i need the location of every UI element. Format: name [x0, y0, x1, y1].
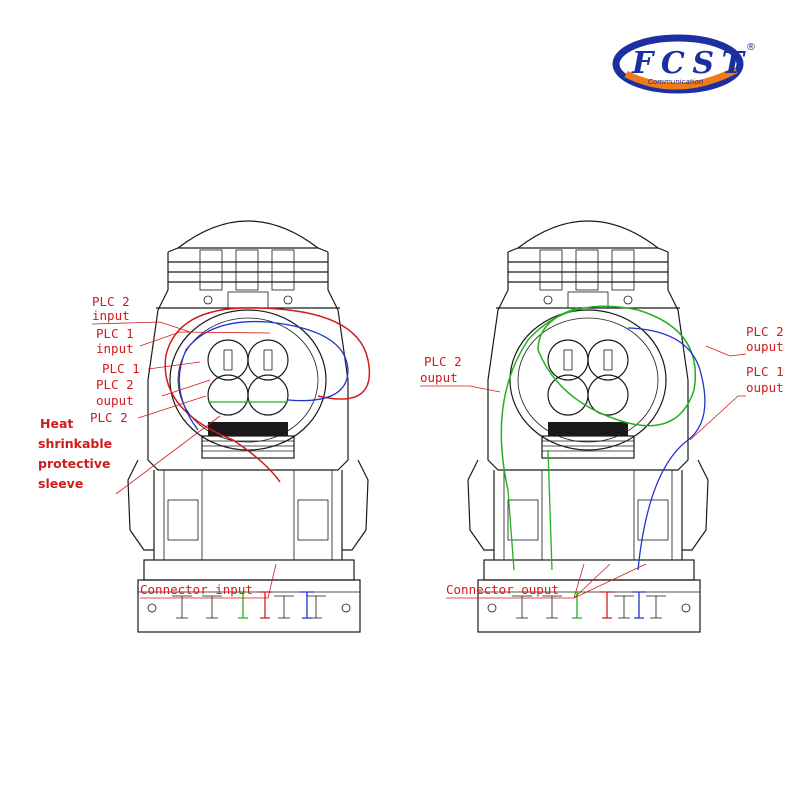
fcst-logo: FCST Communication ®: [612, 34, 756, 94]
left-label-plc2-input-line2: input: [92, 308, 130, 323]
left-label-plc1-input: PLC 1 input: [96, 326, 134, 356]
right-label-plc2-output-left-line2: ouput: [420, 370, 458, 385]
logo-sub-text: Communication: [648, 78, 703, 86]
right-label-connector: Connector ouput: [446, 582, 559, 597]
left-label-plc1-input-line1: PLC 1: [96, 326, 134, 341]
left-adapter-red: [258, 591, 272, 619]
logo-registered-mark: ®: [746, 42, 756, 53]
right-label-plc2-output-right-line1: PLC 2: [746, 324, 784, 339]
left-label-sleeve: Heat shrinkable protective sleeve: [38, 416, 112, 491]
right-label-plc1-output: PLC 1 ouput: [746, 364, 784, 395]
logo-ring-orange: [624, 66, 738, 90]
left-adapter-green: [236, 591, 250, 619]
left-label-plc1: PLC 1: [102, 361, 140, 376]
left-label-plc1-input-line2: input: [96, 341, 134, 356]
left-label-sleeve-line1: Heat: [40, 416, 73, 431]
left-label-plc2-input: PLC 2 input: [92, 294, 130, 323]
right-label-plc1-output-line2: ouput: [746, 380, 784, 395]
left-fiber-red: [164, 307, 371, 483]
left-leader-lines: [91, 321, 277, 599]
left-label-sleeve-line2: shrinkable: [38, 436, 112, 451]
left-label-sleeve-line3: protective: [38, 456, 110, 471]
left-label-plc2-output-line1: PLC 2: [96, 377, 134, 392]
right-label-plc2-output-left: PLC 2 ouput: [420, 354, 462, 385]
left-box-drawing: [127, 220, 371, 633]
right-fiber-blue: [627, 327, 706, 571]
right-adapter-blue: [632, 591, 646, 619]
right-label-plc2-output-right: PLC 2 ouput: [746, 324, 784, 354]
right-adapter-green: [570, 591, 584, 619]
right-label-plc2-output-right-line2: ouput: [746, 339, 784, 354]
right-box-drawing: [467, 220, 709, 633]
left-label-plc2-output: PLC 2 ouput: [96, 377, 134, 408]
left-fiber-blue: [178, 320, 349, 431]
right-adapter-red: [600, 591, 614, 619]
right-label-plc1-output-line1: PLC 1: [746, 364, 784, 379]
right-fiber-green-drop: [507, 449, 553, 571]
right-fiber-green-loop: [500, 305, 696, 491]
left-label-connector: Connector input: [140, 582, 253, 597]
right-label-plc2-output-left-line1: PLC 2: [424, 354, 462, 369]
right-leader-lines: [420, 345, 747, 599]
left-label-plc2: PLC 2: [90, 410, 128, 425]
logo-ring-blue: [612, 34, 744, 94]
left-label-sleeve-line4: sleeve: [38, 476, 83, 491]
left-adapter-blue: [300, 591, 314, 619]
left-label-plc2-output-line2: ouput: [96, 393, 134, 408]
left-label-plc2-input-line1: PLC 2: [92, 294, 130, 309]
